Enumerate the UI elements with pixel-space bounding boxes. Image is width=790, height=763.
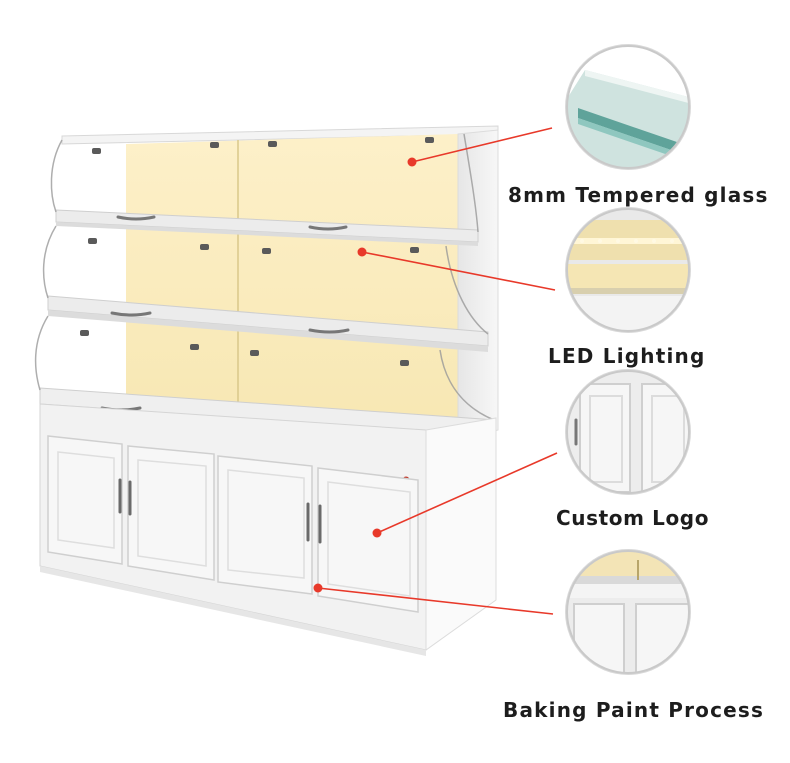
- curved-glass: [34, 133, 495, 421]
- pointer-lines: [313, 127, 558, 615]
- pointer-line-glass: [411, 127, 553, 163]
- detail-circle-paint: [565, 549, 691, 675]
- detail-circle-led: [565, 207, 691, 333]
- detail-circle-logo: [565, 369, 691, 495]
- pointer-line-paint: [317, 587, 554, 615]
- cabinet-doors: [47, 435, 419, 613]
- detail-circle-glass: [565, 44, 691, 170]
- shelf-top: [55, 209, 479, 246]
- pointer-line-logo: [376, 452, 558, 534]
- back-panel-light: [126, 134, 458, 440]
- feature-label-led: LED Lighting: [548, 344, 706, 368]
- feature-label-glass: 8mm Tempered glass: [508, 183, 769, 207]
- feature-label-logo: Custom Logo: [556, 506, 710, 530]
- door-handles: [118, 478, 322, 544]
- light-fixtures: [80, 137, 434, 366]
- cabinet-base-side: [425, 417, 497, 651]
- display-cabinet: [34, 125, 499, 656]
- shelf-middle: [47, 295, 489, 352]
- pointer-line-led: [361, 251, 556, 291]
- feature-label-paint: Baking Paint Process: [503, 698, 765, 722]
